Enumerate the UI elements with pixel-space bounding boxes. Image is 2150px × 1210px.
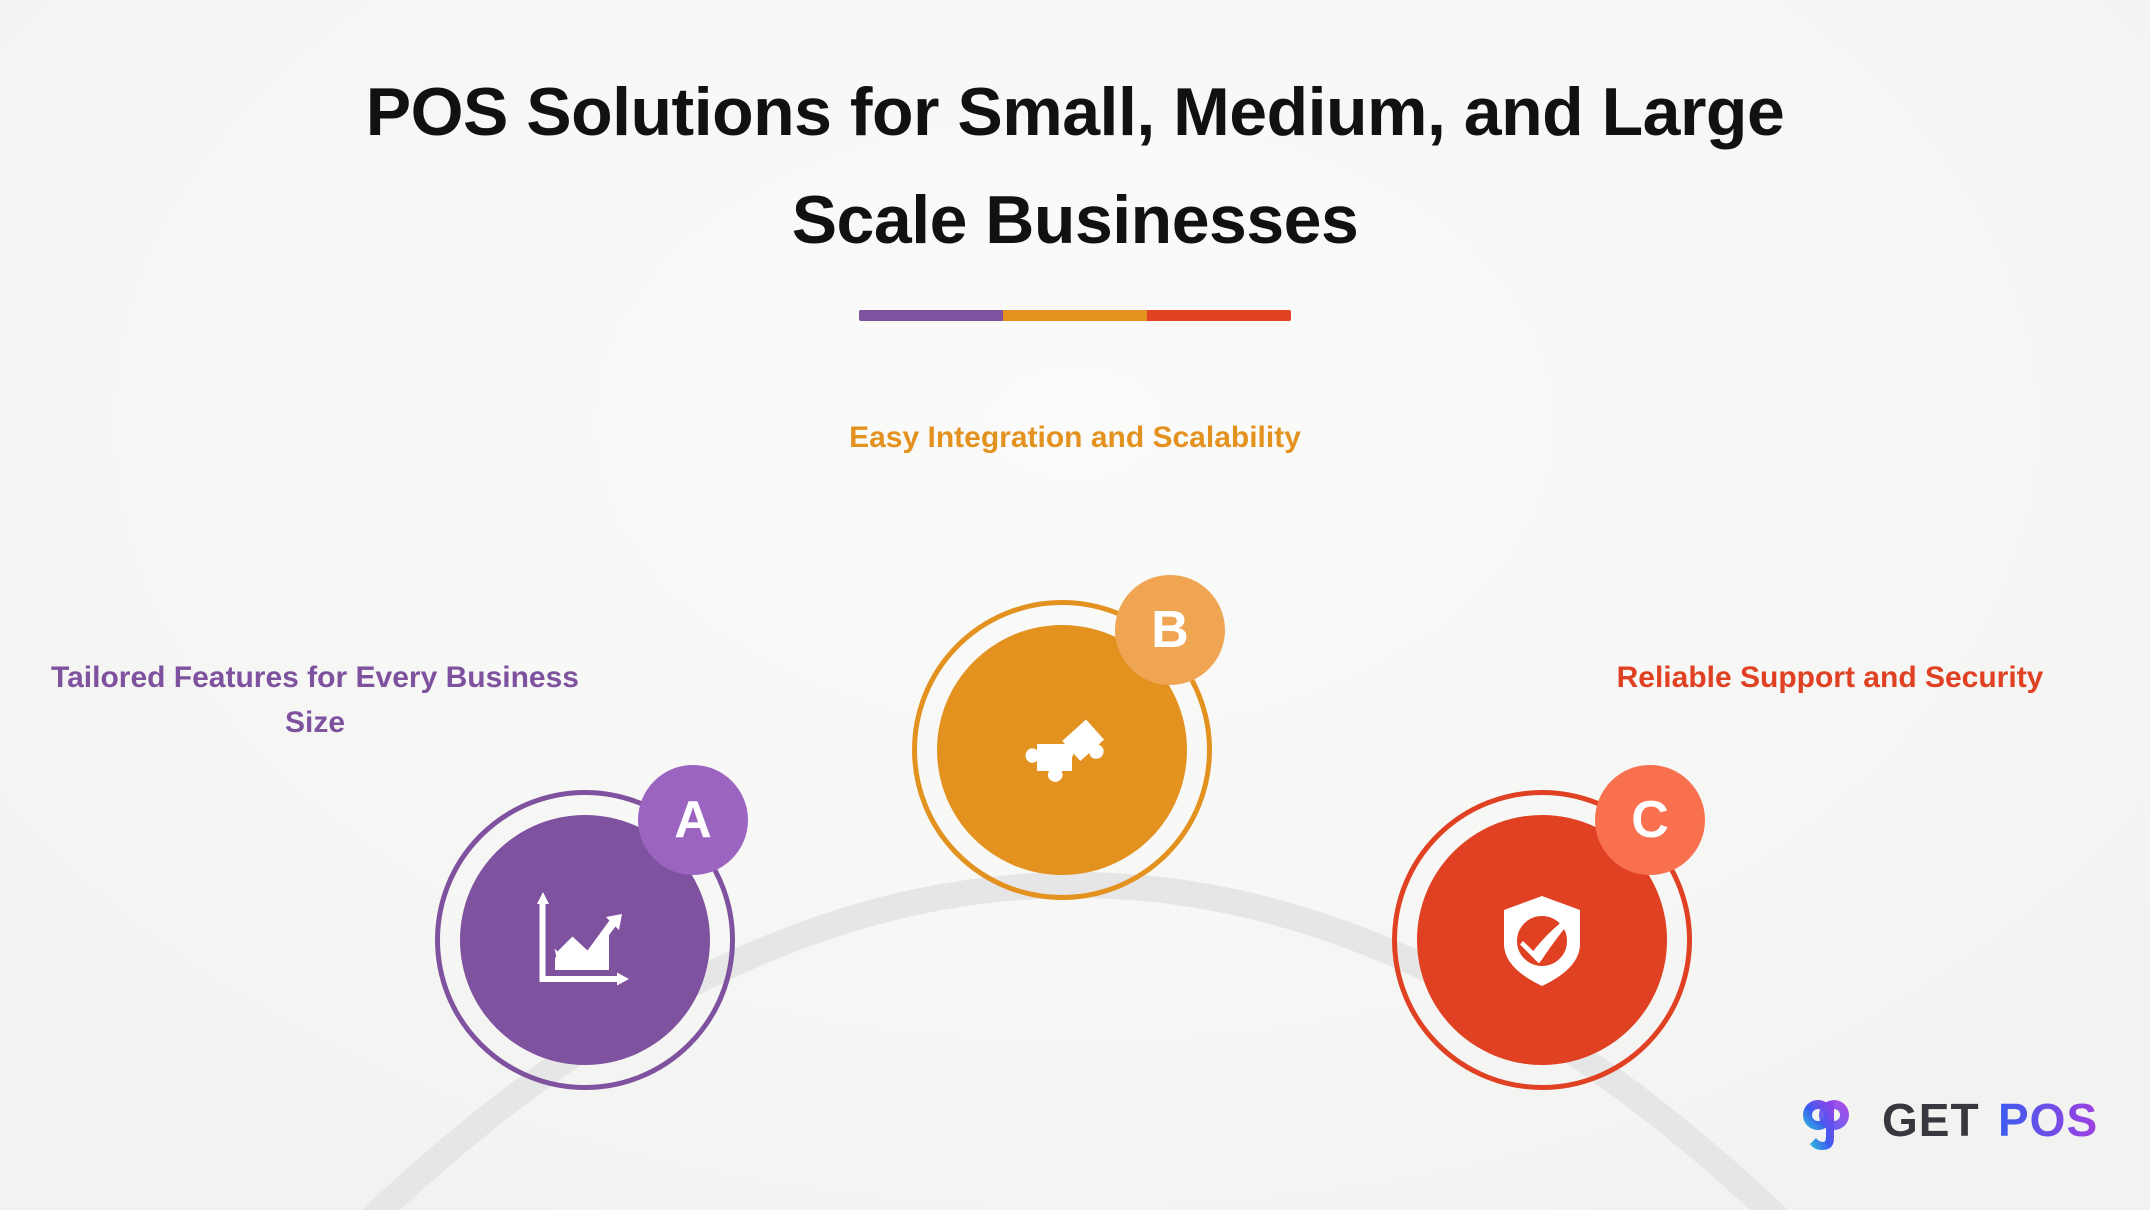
node-a[interactable]: A (435, 765, 748, 1090)
logo-text-pos: POS (1998, 1096, 2098, 1146)
page-title: POS Solutions for Small, Medium, and Lar… (0, 58, 2150, 274)
node-c-ring (1392, 790, 1692, 1090)
node-b-ring (912, 600, 1212, 900)
node-label-b: Easy Integration and Scalability (849, 421, 1301, 454)
node-c[interactable]: C (1392, 765, 1705, 1090)
title-line-2: Scale Businesses (791, 182, 1359, 258)
node-c-disc (1417, 815, 1667, 1065)
node-a-badge[interactable]: A (638, 765, 748, 875)
divider-segment-red (1147, 310, 1291, 321)
puzzle-pieces-icon (1025, 719, 1105, 782)
node-c-badge[interactable]: C (1595, 765, 1705, 875)
gp-monogram-icon (1803, 1100, 1849, 1150)
logo-text-get: GET (1882, 1096, 1980, 1146)
getpos-logo[interactable]: GET POS (1790, 1086, 2112, 1158)
node-label-c: Reliable Support and Security (1616, 661, 2044, 694)
node-label-a: Tailored Features for Every Business Siz… (51, 661, 579, 739)
title-line-1: POS Solutions for Small, Medium, and Lar… (365, 74, 1785, 150)
node-b-badge[interactable]: B (1115, 575, 1225, 685)
node-a-ring (435, 790, 735, 1090)
node-b[interactable]: B (912, 575, 1225, 900)
shield-check-icon (1504, 896, 1580, 986)
divider-segment-orange (1003, 310, 1147, 321)
divider-segment-purple (859, 310, 1003, 321)
growth-chart-icon (537, 892, 629, 986)
getpos-wordmark: GET POS (1882, 1096, 2098, 1146)
title-divider (859, 310, 1291, 321)
